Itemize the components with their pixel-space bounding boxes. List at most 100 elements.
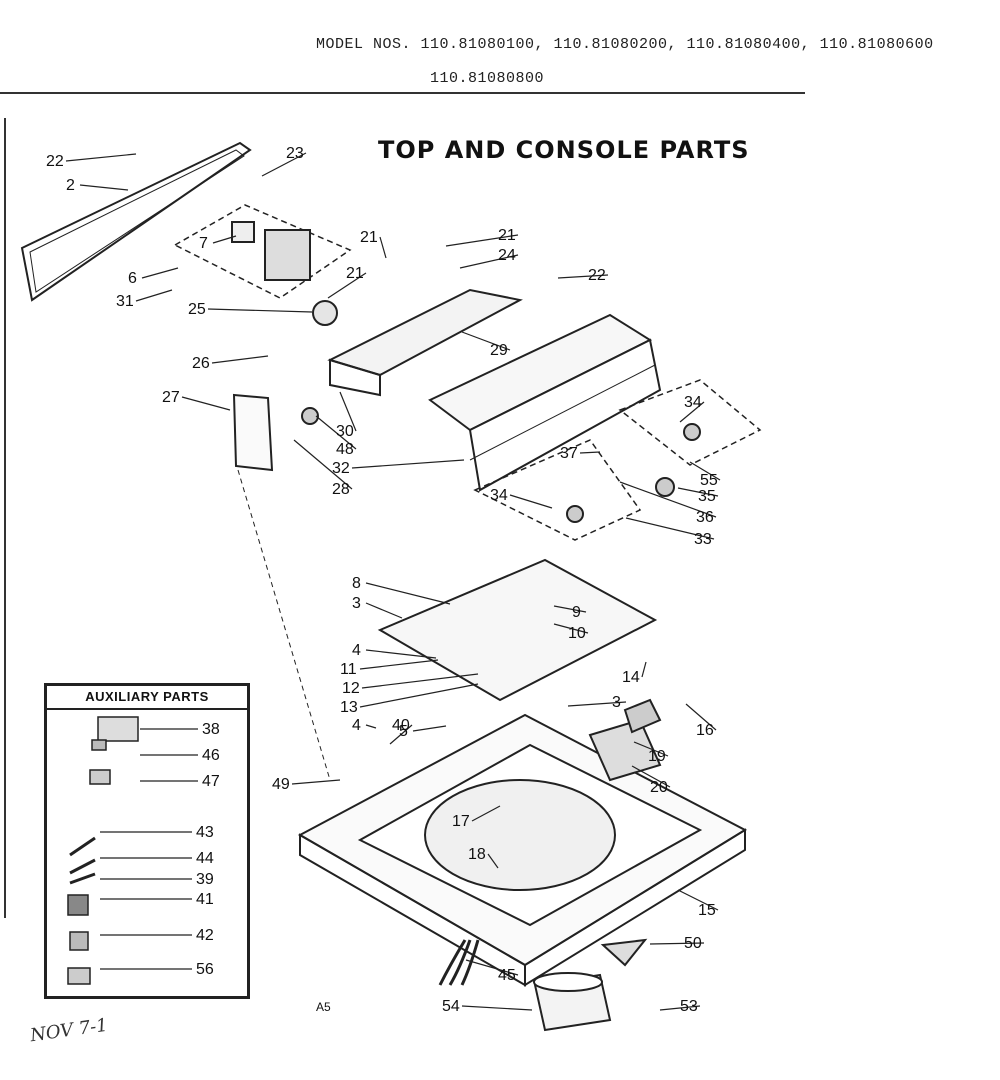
diagram-title: TOP AND CONSOLE PARTS <box>378 136 750 164</box>
callout-3: 3 <box>352 595 361 612</box>
left-border <box>4 118 6 918</box>
aux-icon-39 <box>69 872 96 885</box>
aux-icon-38 <box>97 716 139 742</box>
callout-leader <box>389 724 413 745</box>
callout-leader <box>677 487 719 497</box>
part-19-switch <box>623 698 662 734</box>
callout-19: 19 <box>648 748 666 765</box>
aux-icon-56 <box>67 967 91 985</box>
callout-35: 35 <box>698 488 716 505</box>
callout-leader <box>359 659 439 670</box>
callout-21: 21 <box>360 229 378 246</box>
callout-8: 8 <box>352 575 361 592</box>
callout-leader <box>365 649 437 659</box>
callout-leader <box>471 805 501 822</box>
callout-leader <box>293 439 353 490</box>
callout-32: 32 <box>332 460 350 477</box>
callout-20: 20 <box>650 779 668 796</box>
callout-26: 26 <box>192 355 210 372</box>
callout-leader <box>649 942 705 945</box>
callout-leader <box>465 959 519 976</box>
callout-leader <box>365 724 377 729</box>
callout-7: 7 <box>199 235 208 252</box>
part-48-nut <box>301 407 319 425</box>
callout-45: 45 <box>498 967 516 984</box>
callout-34: 34 <box>684 394 702 411</box>
aux-icon-46 <box>91 739 107 751</box>
part-27-bracket <box>232 393 274 472</box>
aux-label-39: 39 <box>196 871 214 888</box>
callout-50: 50 <box>684 935 702 952</box>
callout-3: 3 <box>612 694 621 711</box>
callout-leader <box>553 605 587 613</box>
aux-label-56: 56 <box>196 961 214 978</box>
callout-leader <box>141 267 179 279</box>
aux-icon-47 <box>89 769 111 785</box>
callout-leader <box>509 494 553 509</box>
aux-label-42: 42 <box>196 927 214 944</box>
callout-leader <box>633 741 669 757</box>
callout-leader <box>365 602 403 619</box>
callout-leader <box>361 673 479 689</box>
callout-23: 23 <box>286 145 304 162</box>
callout-11: 11 <box>340 661 357 678</box>
callout-9: 9 <box>572 604 581 621</box>
callout-leader <box>445 234 519 247</box>
callout-28: 28 <box>332 481 350 498</box>
model-numbers-line1: MODEL NOS. 110.81080100, 110.81080200, 1… <box>316 36 934 53</box>
callout-leader <box>339 391 357 432</box>
callout-leader <box>567 701 627 707</box>
part-34-knob-a <box>566 505 584 523</box>
callout-22: 22 <box>588 267 606 284</box>
callout-leader <box>412 725 447 732</box>
aux-leader-lines <box>100 728 198 970</box>
callout-leader <box>487 853 499 869</box>
callout-53: 53 <box>680 998 698 1015</box>
part-7-bracket <box>173 204 352 299</box>
aux-label-38: 38 <box>202 721 220 738</box>
callout-leader <box>625 517 715 540</box>
callout-36: 36 <box>696 509 714 526</box>
callout-leader <box>461 1005 533 1011</box>
callout-27: 27 <box>162 389 180 406</box>
aux-label-46: 46 <box>202 747 220 764</box>
callout-5: 5 <box>399 723 408 740</box>
part-45-harness <box>438 939 480 986</box>
aux-part-icons <box>67 716 139 985</box>
callout-21: 21 <box>498 227 516 244</box>
part-drawings <box>20 141 762 1032</box>
callout-leader <box>459 254 519 269</box>
callout-leader <box>79 184 129 191</box>
callout-22: 22 <box>46 153 64 170</box>
part-25-knob <box>312 300 338 326</box>
callout-leader <box>212 235 237 244</box>
callout-16: 16 <box>696 722 714 739</box>
aux-icon-42 <box>69 931 89 951</box>
callout-leader <box>135 289 173 302</box>
callout-49: 49 <box>272 776 290 793</box>
model-numbers-line2: 110.81080800 <box>430 70 545 87</box>
part-33-group-box <box>473 439 642 541</box>
callout-4: 4 <box>352 642 361 659</box>
callout-37: 37 <box>560 445 578 462</box>
callout-leader <box>685 703 717 731</box>
aux-label-44: 44 <box>196 850 214 867</box>
callout-leader <box>261 152 307 177</box>
callout-25: 25 <box>188 301 206 318</box>
auxiliary-parts-title: AUXILIARY PARTS <box>47 686 247 710</box>
callout-leader <box>359 683 479 708</box>
aux-icon-41 <box>67 894 89 916</box>
callout-leader <box>461 331 511 351</box>
callout-leader <box>315 415 357 450</box>
part-30-rail <box>327 288 523 377</box>
callout-12: 12 <box>342 680 360 697</box>
callout-leader-lines <box>65 152 721 1011</box>
part-8-lid <box>377 558 658 702</box>
callout-31: 31 <box>116 293 134 310</box>
callout-leader <box>679 401 705 423</box>
aux-icon-44 <box>69 858 96 875</box>
callout-48: 48 <box>336 441 354 458</box>
page-code: A5 <box>316 1000 331 1014</box>
callout-leader <box>689 461 721 481</box>
